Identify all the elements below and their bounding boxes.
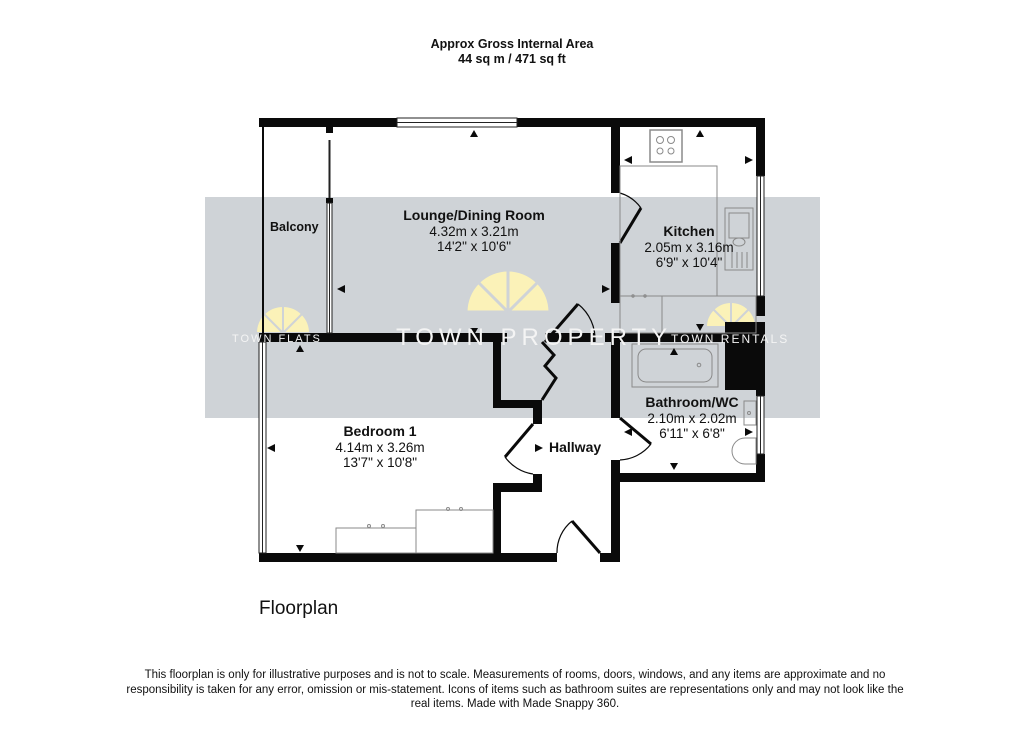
floorplan-caption: Floorplan [259, 598, 339, 619]
room-kitchen: Kitchen 2.05m x 3.16m 6'9" x 10'4" [634, 223, 744, 271]
watermark-text-center: TOWN PROPERTY [396, 324, 673, 351]
area-header: Approx Gross Internal Area 44 sq m / 471… [0, 37, 1024, 67]
room-imperial: 13'7" x 10'8" [342, 455, 418, 470]
room-metric: 2.05m x 3.16m [644, 239, 734, 255]
room-lounge-dining: Lounge/Dining Room 4.32m x 3.21m 14'2" x… [384, 207, 564, 255]
room-bathroom-wc: Bathroom/WC 2.10m x 2.02m 6'11" x 6'8" [637, 394, 747, 442]
watermark-logo-center [464, 268, 552, 314]
hob-icon [649, 129, 683, 163]
toilet-icon [743, 400, 757, 426]
room-name: Hallway [549, 439, 602, 455]
kitchen-sink-icon [724, 207, 754, 271]
room-name: Bedroom 1 [343, 423, 417, 439]
basin-icon [731, 437, 757, 465]
watermark-text-left: TOWN FLATS [232, 333, 322, 345]
room-metric: 4.14m x 3.26m [335, 439, 425, 455]
room-name: Lounge/Dining Room [403, 207, 545, 223]
area-title: Approx Gross Internal Area [430, 37, 594, 51]
area-value: 44 sq m / 471 sq ft [458, 52, 566, 66]
room-name: Kitchen [663, 223, 715, 239]
room-hallway: Hallway [549, 439, 602, 456]
room-metric: 2.10m x 2.02m [647, 410, 737, 426]
room-imperial: 6'11" x 6'8" [659, 426, 725, 441]
room-metric: 4.32m x 3.21m [429, 223, 519, 239]
doors [503, 192, 652, 554]
wardrobe-2 [415, 509, 494, 554]
windows [258, 117, 765, 554]
bathtub-icon [631, 343, 719, 388]
measurement-arrows [267, 130, 753, 552]
fixtures [335, 129, 757, 554]
watermark-text-right: TOWN RENTALS [671, 332, 790, 346]
room-bedroom-1: Bedroom 1 4.14m x 3.26m 13'7" x 10'8" [320, 423, 440, 471]
room-name: Balcony [270, 220, 319, 234]
room-imperial: 6'9" x 10'4" [655, 255, 723, 270]
walls [259, 118, 765, 562]
room-balcony: Balcony [270, 220, 319, 236]
watermark-logo-left [254, 305, 312, 334]
disclaimer-text: This floorplan is only for illustrative … [126, 669, 904, 710]
room-name: Bathroom/WC [645, 394, 739, 410]
room-imperial: 14'2" x 10'6" [436, 239, 512, 254]
wardrobe-1 [335, 527, 417, 554]
